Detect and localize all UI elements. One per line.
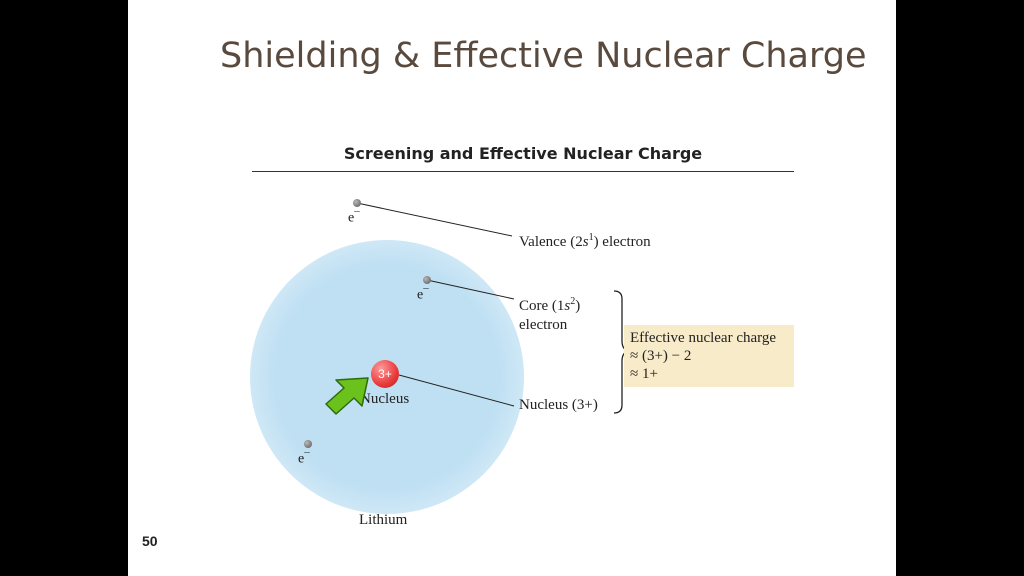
core-electron-2 — [304, 440, 312, 448]
valence-electron — [353, 199, 361, 207]
effective-charge-box: Effective nuclear charge ≈ (3+) − 2 ≈ 1+ — [624, 325, 794, 387]
effective-charge-line-1: Effective nuclear charge — [630, 330, 777, 346]
slide-title: Shielding & Effective Nuclear Charge — [220, 36, 867, 76]
nucleus: 3+ — [371, 360, 399, 388]
valence-electron-label: Valence (2s1) electron — [519, 232, 651, 250]
figure-title-rule — [252, 171, 794, 172]
effective-charge-line-3: ≈ 1+ — [630, 366, 658, 382]
core-electron-1 — [423, 276, 431, 284]
core-electron-2-symbol: e– — [298, 446, 310, 467]
valence-electron-symbol: e– — [348, 205, 360, 226]
core-electron-label: Core (1s2) electron — [519, 296, 581, 333]
effective-charge-line-2: ≈ (3+) − 2 — [630, 348, 692, 364]
page-number: 50 — [142, 533, 158, 549]
core-electron-1-symbol: e– — [417, 282, 429, 303]
figure-title: Screening and Effective Nuclear Charge — [343, 144, 703, 163]
slide: Shielding & Effective Nuclear Charge Scr… — [128, 0, 896, 576]
green-pointer-arrow-icon — [325, 377, 369, 415]
atom-name: Lithium — [359, 512, 408, 528]
nucleus-inner-label: Nucleus — [360, 391, 410, 407]
nucleus-label: Nucleus (3+) — [519, 397, 598, 413]
